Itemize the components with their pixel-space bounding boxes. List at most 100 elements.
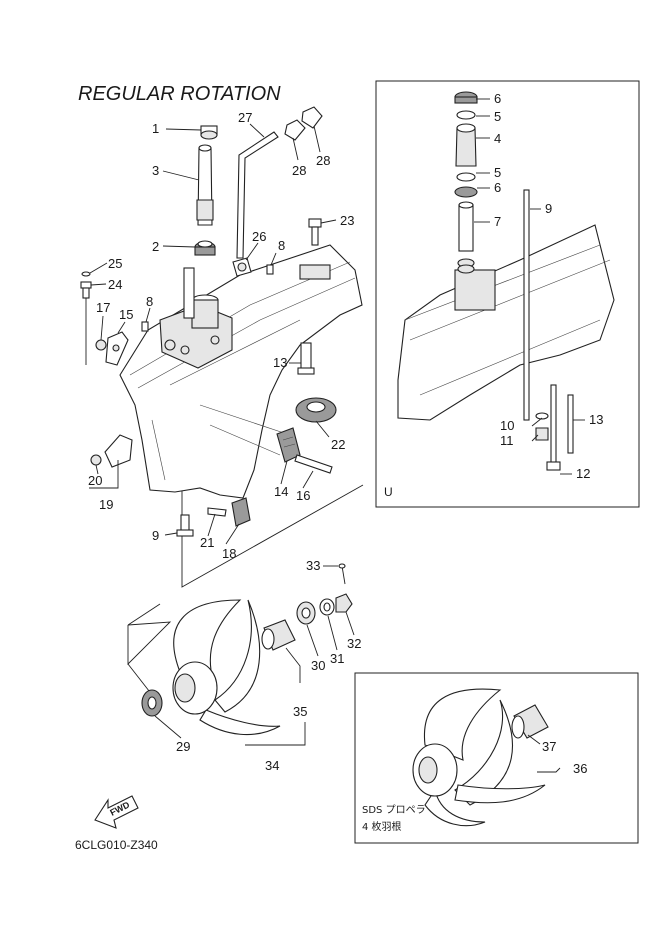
inset-callout-10: 10 [500, 418, 514, 433]
part-1-seal [200, 125, 218, 140]
callout-18: 18 [222, 546, 236, 561]
part-18-anode-small [231, 497, 251, 527]
part-17-screw [95, 339, 107, 351]
part-21-screw [207, 507, 227, 517]
lower-casing-main [119, 244, 363, 499]
part-30-spacer [296, 601, 316, 625]
inset-frame-sds [354, 672, 639, 844]
part-22-anode [295, 397, 337, 423]
callout-3: 3 [152, 163, 159, 178]
sds-propeller [412, 688, 546, 827]
inset-callout-5-a: 5 [494, 109, 501, 124]
inset-callout-11: 11 [500, 433, 514, 448]
callout-31: 31 [330, 651, 344, 666]
callout-14: 14 [274, 484, 288, 499]
callouts-main: 1 3 27 28 28 2 26 8 23 25 24 8 17 15 13 … [88, 110, 361, 773]
sds-note-line1: SDS プロペラ [362, 804, 426, 816]
part-27-rod [236, 131, 279, 259]
part-26-guide [232, 257, 252, 277]
diagram-title: REGULAR ROTATION [78, 83, 281, 105]
callout-22: 22 [331, 437, 345, 452]
callout-26: 26 [252, 229, 266, 244]
callout-23: 23 [340, 213, 354, 228]
part-16-bolt [294, 454, 333, 474]
sds-callout-37: 37 [542, 739, 556, 754]
inset-part-10-washer [535, 412, 549, 420]
callout-33: 33 [306, 558, 320, 573]
callout-30: 30 [311, 658, 325, 673]
inset-callout-6-b: 6 [494, 180, 501, 195]
part-23-bolt [308, 218, 322, 246]
part-9-bolt-main [176, 514, 194, 537]
inset-callout-4: 4 [494, 131, 501, 146]
callout-13-main: 13 [273, 355, 287, 370]
part-29-thrust-washer [141, 689, 163, 717]
part-25-ring [81, 271, 91, 277]
fwd-arrow-icon: FWD [94, 795, 139, 829]
leader-lines-inset [474, 98, 585, 475]
callout-28-b: 28 [316, 153, 330, 168]
inset-part-6-top [454, 91, 478, 104]
part-15-cover [105, 331, 129, 366]
callout-29: 29 [176, 739, 190, 754]
part-33-cotter-pin [338, 563, 346, 585]
inset-part-5-top [456, 110, 476, 120]
callout-9-main: 9 [152, 528, 159, 543]
inset-lower-casing [397, 224, 615, 421]
inset-spring [457, 258, 475, 274]
inset-part-4-sleeve [455, 123, 477, 167]
part-31-washer [319, 598, 335, 616]
inset-callout-12: 12 [576, 466, 590, 481]
inset-callout-7: 7 [494, 214, 501, 229]
inset-part-13-bolt [567, 394, 574, 454]
sds-part-37-bushing [511, 704, 549, 739]
inset-part-12-bolt [546, 384, 561, 471]
callout-8-b: 8 [146, 294, 153, 309]
callout-32: 32 [347, 636, 361, 651]
leader-lines-sds [527, 734, 561, 773]
callout-34: 34 [265, 758, 279, 773]
inset-callout-5-b: 5 [494, 165, 501, 180]
part-28-holders [284, 106, 323, 141]
leader-lines-main [85, 123, 355, 746]
inset-callout-9: 9 [545, 201, 552, 216]
inset-callout-13: 13 [589, 412, 603, 427]
sds-callout-36: 36 [573, 761, 587, 776]
callouts-sds: 37 36 [542, 739, 587, 776]
callout-8-a: 8 [278, 238, 285, 253]
part-32-nut [335, 593, 353, 613]
part-20-nut [90, 454, 102, 466]
part-19-trim-tab [104, 434, 133, 468]
callout-2: 2 [152, 239, 159, 254]
part-35-bushing [261, 619, 296, 651]
callout-17: 17 [96, 300, 110, 315]
callout-15: 15 [119, 307, 133, 322]
callout-35: 35 [293, 704, 307, 719]
part-8-pin-b [141, 321, 149, 332]
main-propeller [172, 599, 281, 736]
inset-part-11-nut [535, 427, 549, 441]
callouts-inset: 6 5 4 5 6 9 7 10 11 13 12 [494, 91, 603, 481]
part-3-water-tube [196, 144, 214, 226]
callout-25: 25 [108, 256, 122, 271]
callout-24: 24 [108, 277, 122, 292]
part-8-pin-a [266, 264, 274, 275]
part-14-anode-block [276, 427, 301, 463]
inset-callout-6-a: 6 [494, 91, 501, 106]
inset-part-9-stud [523, 189, 530, 421]
inset-frame-u [375, 80, 640, 508]
callout-27: 27 [238, 110, 252, 125]
callout-28-a: 28 [292, 163, 306, 178]
callout-21: 21 [200, 535, 214, 550]
callout-1: 1 [152, 121, 159, 136]
callout-19: 19 [99, 497, 113, 512]
inset-u-label: U [384, 485, 393, 499]
part-13-bolt-main [297, 342, 315, 375]
inset-part-7-tube [458, 201, 474, 252]
inset-part-6-bottom [454, 186, 478, 198]
callout-16: 16 [296, 488, 310, 503]
part-24-fitting [80, 281, 92, 299]
inset-part-5-bottom [456, 172, 476, 182]
part-2-grommet [194, 240, 216, 256]
